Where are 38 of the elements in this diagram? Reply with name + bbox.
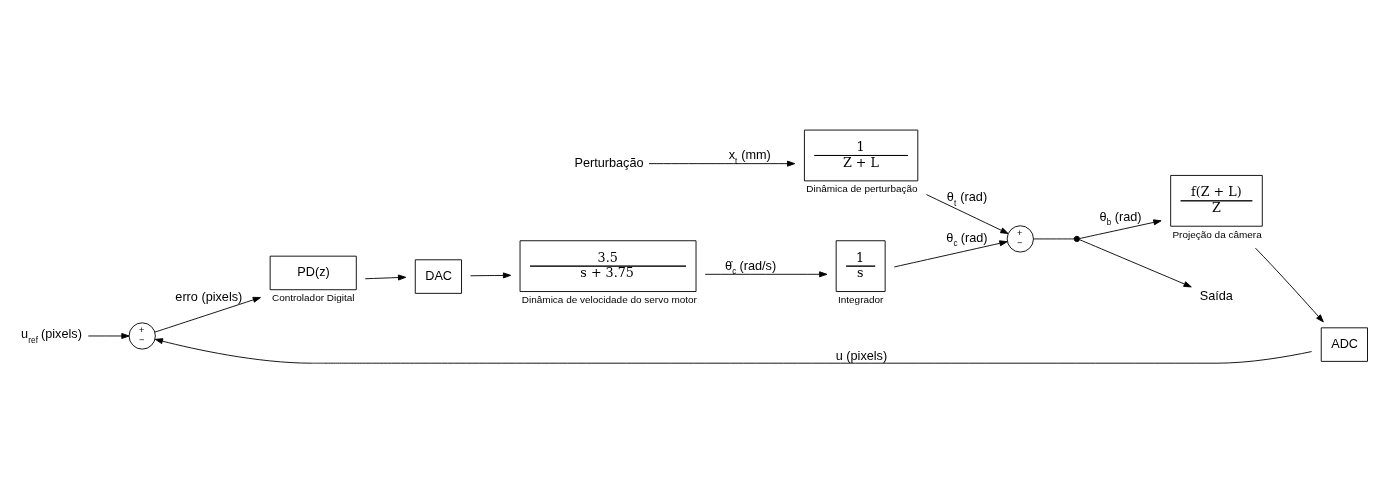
- node-box: PD(z): [269, 255, 357, 291]
- node-label: Projeção da câmera: [1172, 228, 1262, 240]
- node-circle: + −: [128, 322, 156, 350]
- node-text: u$_{ref}$ (pixels): [21, 327, 82, 345]
- node-label: Integrador: [837, 294, 884, 306]
- node-box: 3.5 s + 3.75: [519, 240, 697, 292]
- node-text: Perturbação: [574, 155, 644, 170]
- arrow: [87, 333, 130, 339]
- arrow: [154, 338, 1313, 364]
- node-label: Dinâmica de velocidade do servo motor: [521, 294, 697, 306]
- node-box: 1 Z + L: [803, 129, 919, 182]
- node-circle: [1073, 235, 1080, 242]
- node-box: ADC: [1320, 327, 1368, 362]
- arrow: [1255, 247, 1324, 323]
- node-box: f(Z + L) Z: [1170, 174, 1263, 227]
- edge-label: erro (pixels): [175, 289, 243, 304]
- edge-label: x$_{t}$ (mm): [728, 148, 771, 166]
- arrow: [893, 240, 1008, 268]
- arrow: [926, 194, 1009, 234]
- node-box: 1 s: [835, 240, 886, 292]
- arrow: [648, 160, 796, 167]
- node-circle: + −: [1006, 225, 1034, 253]
- node-box: DAC: [414, 259, 462, 294]
- edge-label: θ$_{b}$ (rad): [1099, 209, 1142, 228]
- arrow: [364, 274, 407, 281]
- arrow: [704, 271, 828, 278]
- connector: [1033, 238, 1075, 240]
- node-label: Dinâmica de perturbação: [806, 183, 918, 195]
- arrow: [470, 272, 512, 279]
- arrow: [1079, 239, 1192, 288]
- edge-label: u (pixels): [835, 348, 888, 363]
- node-label: Controlador Digital: [271, 292, 355, 304]
- edge-label: θ$_{c}$ (rad): [946, 230, 988, 249]
- arrow: [1079, 219, 1162, 239]
- edge-label: θ$_{t}$ (rad): [946, 190, 988, 208]
- node-text: Saída: [1199, 289, 1233, 304]
- edge-label: θ̇$_{c}$ (rad/s): [725, 258, 777, 277]
- arrow: [154, 296, 261, 333]
